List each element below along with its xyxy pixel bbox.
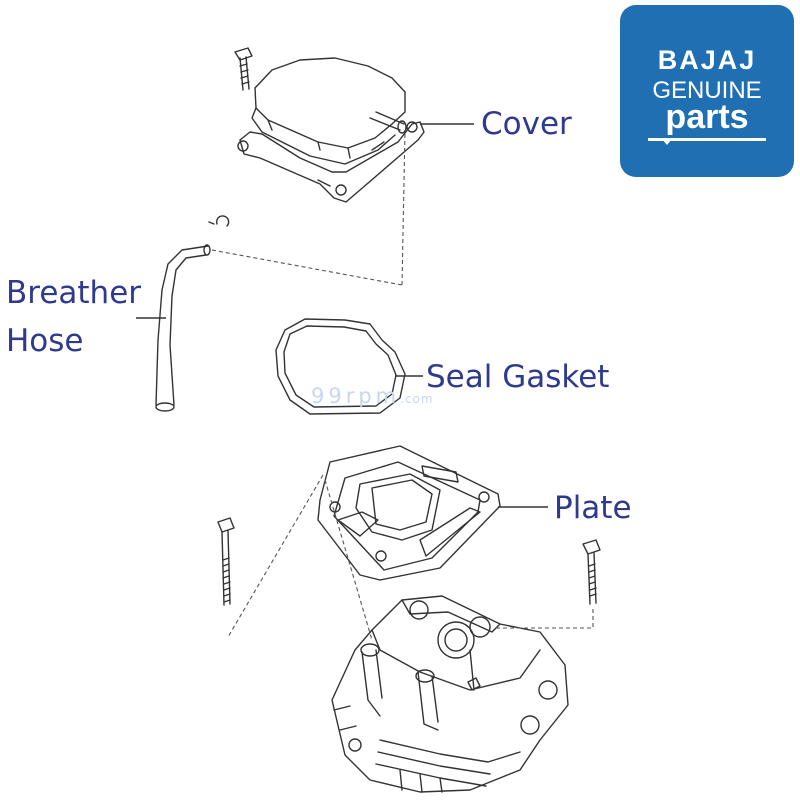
logo-genuine-text: GENUINE: [652, 77, 762, 104]
seal-gasket-part: [275, 318, 406, 415]
watermark-main: 99rpm: [311, 384, 401, 408]
cylinder-head-part: [331, 595, 569, 793]
logo-parts-text: parts: [665, 98, 749, 136]
breather-hose-label-line2: Hose: [6, 323, 84, 359]
cover-label: Cover: [481, 106, 572, 142]
cover-part: [237, 57, 425, 203]
breather-hose-label-line1: Breather: [6, 275, 142, 311]
right-head-bolt: [582, 539, 601, 605]
logo-brand-text: BAJAJ: [657, 45, 757, 75]
left-head-bolt: [217, 517, 235, 606]
plate-part: [317, 445, 501, 581]
plate-label: Plate: [554, 490, 632, 526]
logo-caret-icon: [662, 139, 672, 145]
cover-bolt: [234, 47, 253, 91]
watermark-suffix: .com: [400, 392, 434, 406]
logo-underline: [648, 138, 766, 141]
site-watermark: 99rpm.com: [311, 384, 434, 408]
assembly-dashed-lines: [211, 129, 594, 641]
breather-hose-part: [155, 244, 211, 412]
hose-clip: [208, 215, 230, 227]
callout-leaders: [136, 123, 548, 508]
seal-gasket-label: Seal Gasket: [426, 359, 610, 395]
bajaj-genuine-parts-logo: BAJAJ GENUINE parts: [620, 5, 794, 177]
